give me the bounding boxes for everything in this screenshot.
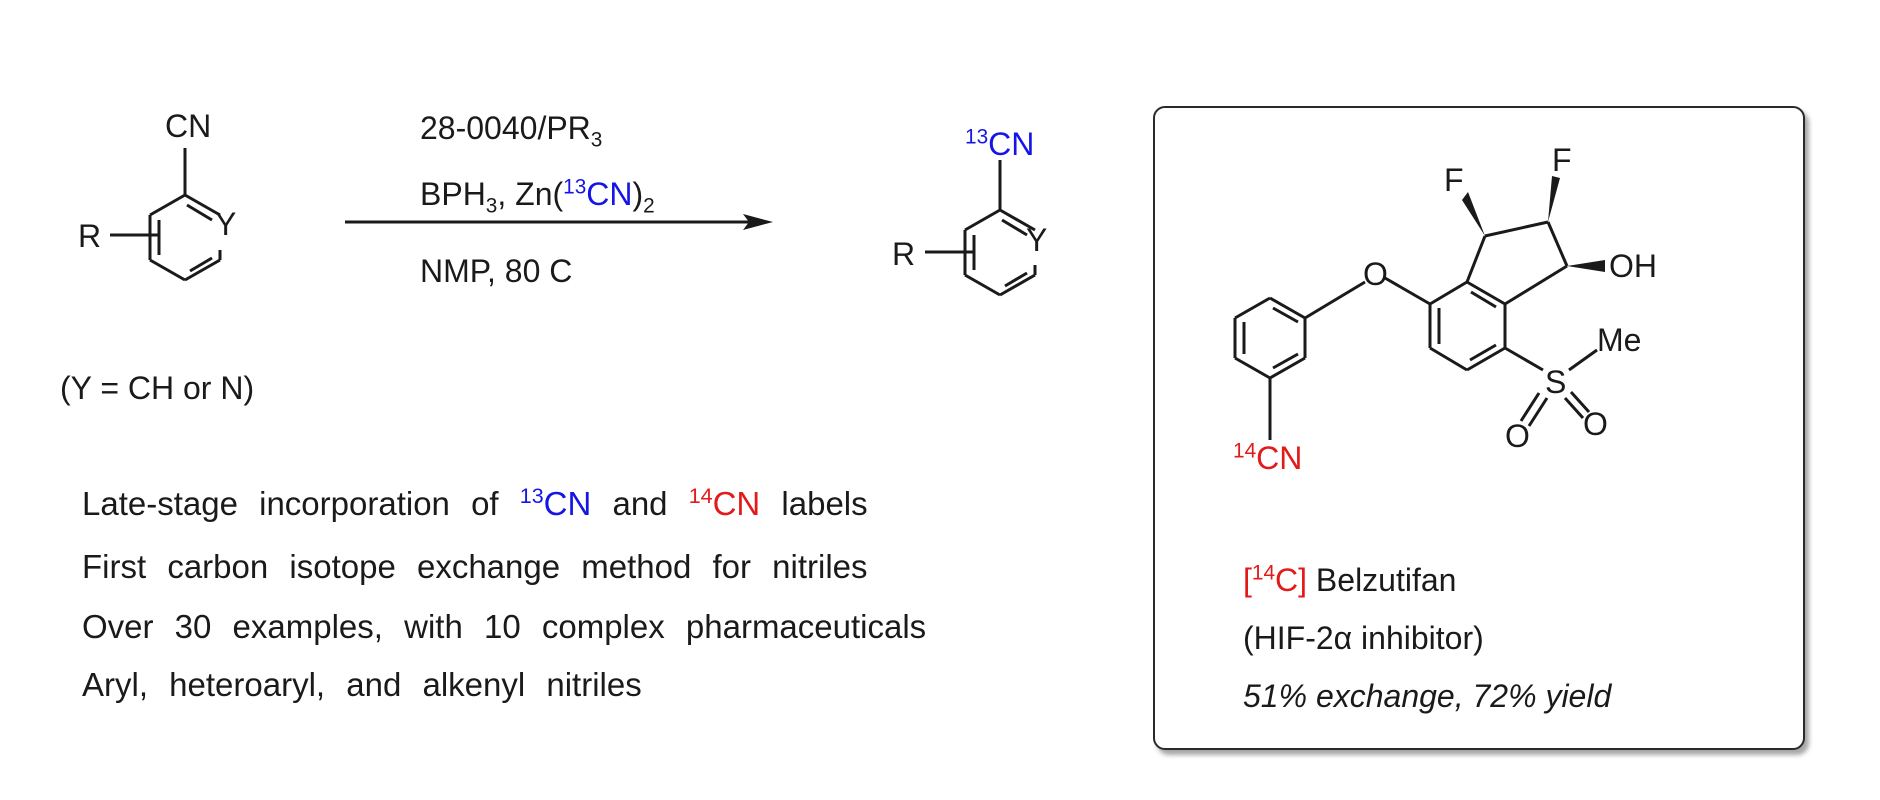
feature-cn-14: CN xyxy=(712,485,761,522)
zn-subscript: 2 xyxy=(643,194,655,218)
condition-line-2: BPH3, Zn(13CN)2 xyxy=(420,175,655,216)
condition-line-1: 28-0040/PR3 xyxy=(420,110,602,150)
name-iso-14: 14 xyxy=(1251,561,1276,585)
reactant-y-label: Y xyxy=(215,206,237,242)
name-bracket-close: ] xyxy=(1298,562,1308,598)
product-structure xyxy=(925,160,1037,297)
feature-line-4: Aryl, heteroaryl, and alkenyl nitriles xyxy=(82,666,642,703)
hydroxyl-label: OH xyxy=(1609,248,1657,284)
fluorine-1: F xyxy=(1444,162,1464,198)
feature-cn-13: CN xyxy=(543,485,592,522)
sulfonyl-oxygen-1: O xyxy=(1505,418,1530,454)
reaction-arrow xyxy=(345,214,773,230)
belzutifan-card: F F OH O S Me O O 14CN [14C] Belzutifan … xyxy=(1153,106,1805,750)
product-cn: CN xyxy=(988,126,1035,162)
name-belzutifan: Belzutifan xyxy=(1307,562,1457,598)
feature-labels: labels xyxy=(760,485,868,522)
belzutifan-iso-14: 14 xyxy=(1233,439,1257,463)
methyl-label: Me xyxy=(1597,322,1642,358)
feature-iso-13: 13 xyxy=(519,484,544,508)
bph3-subscript: 3 xyxy=(485,194,498,218)
feature-and: and xyxy=(591,485,689,522)
product-r-label: R xyxy=(892,236,916,272)
compound-name: [14C] Belzutifan xyxy=(1243,561,1457,598)
sulfonyl-oxygen-2: O xyxy=(1583,406,1608,442)
reactant-cn-label: CN xyxy=(165,108,212,144)
reactant-structure xyxy=(110,148,222,282)
feature-line-3: Over 30 examples, with 10 complex pharma… xyxy=(82,608,927,645)
compound-result: 51% exchange, 72% yield xyxy=(1243,678,1612,714)
product-y-label: Y xyxy=(1026,222,1048,258)
ether-oxygen: O xyxy=(1363,256,1388,292)
zn-iso-13: 13 xyxy=(563,175,587,199)
belzutifan-structure xyxy=(1233,176,1605,440)
product-cn-label: 13CN xyxy=(965,125,1035,162)
sulfur-label: S xyxy=(1545,364,1567,400)
name-carbon: C xyxy=(1275,562,1299,598)
feature-1-text: Late-stage incorporation of xyxy=(82,485,520,522)
zn-text: , Zn( xyxy=(497,176,564,212)
reactant-note: (Y = CH or N) xyxy=(60,370,255,406)
zn-close: ) xyxy=(632,176,644,212)
reactant-r-label: R xyxy=(78,218,102,254)
belzutifan-cn: CN xyxy=(1256,440,1303,476)
feature-iso-14: 14 xyxy=(688,484,713,508)
feature-line-1: Late-stage incorporation of 13CN and 14C… xyxy=(82,485,868,523)
fluorine-2: F xyxy=(1552,142,1572,178)
feature-line-2: First carbon isotope exchange method for… xyxy=(82,548,868,585)
condition-line-3: NMP, 80 C xyxy=(420,253,573,289)
compound-class: (HIF-2α inhibitor) xyxy=(1243,620,1484,656)
belzutifan-cn-label: 14CN xyxy=(1233,439,1303,476)
catalyst-text: 28-0040/PR xyxy=(420,110,591,146)
bph3-text: BPH xyxy=(420,176,486,212)
zn-cn: CN xyxy=(586,176,633,212)
catalyst-subscript: 3 xyxy=(590,128,603,152)
product-iso-13: 13 xyxy=(965,125,989,149)
name-bracket-open: [ xyxy=(1243,562,1252,598)
